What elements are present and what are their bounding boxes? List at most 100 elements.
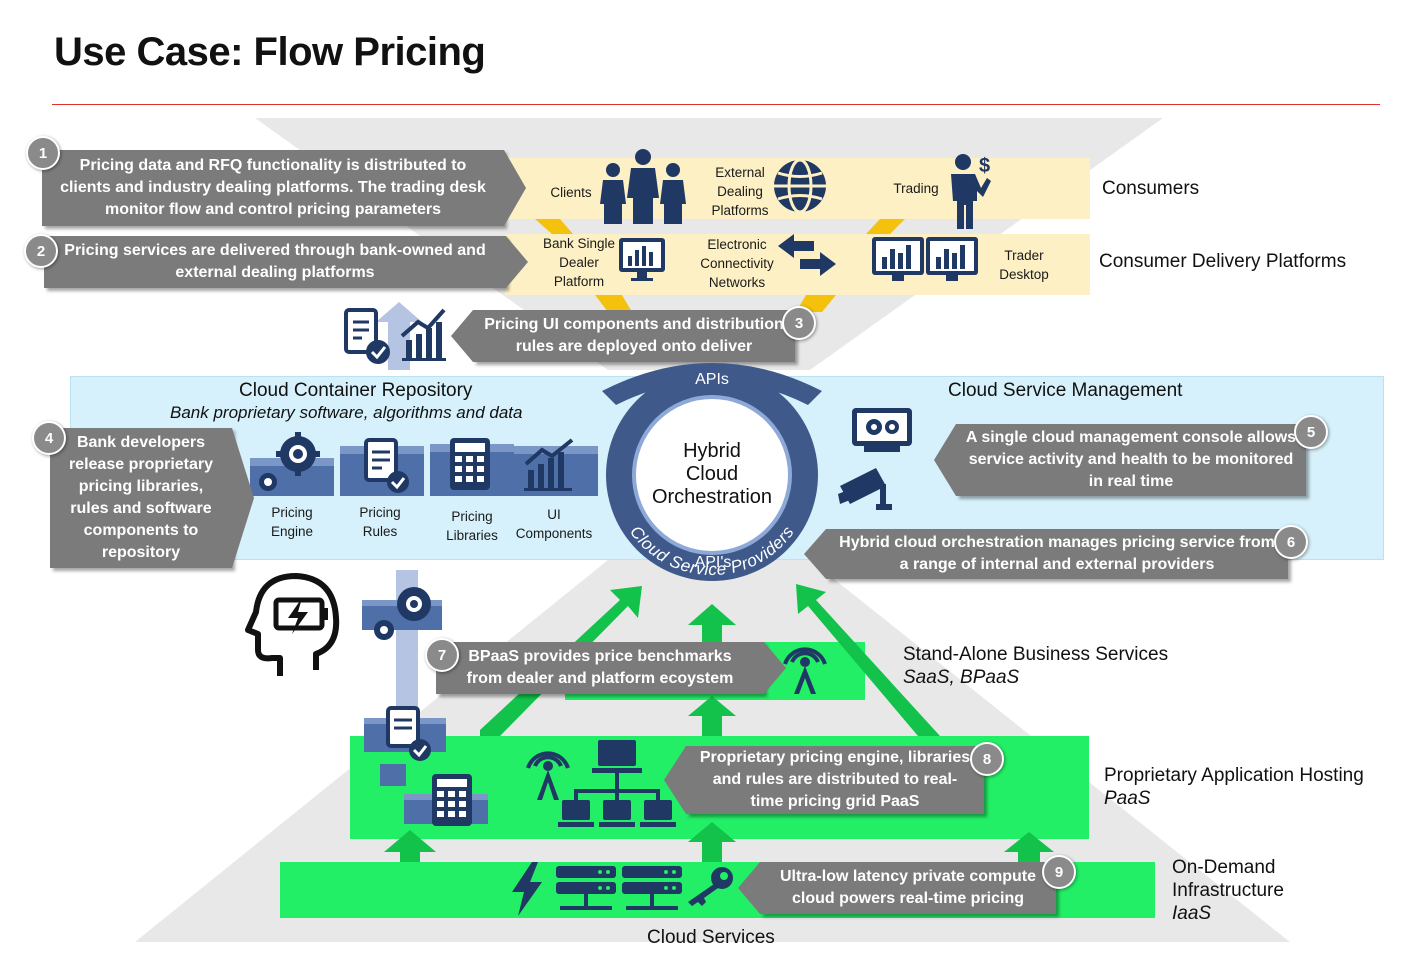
step-badge-3: 3	[782, 306, 816, 340]
ecn-line2: Connectivity	[700, 256, 774, 271]
network-computers-icon	[558, 740, 676, 827]
hosting-subtitle: PaaS	[1104, 788, 1150, 810]
callout-5: A single cloud management console allows…	[934, 424, 1306, 496]
callout-8: Proprietary pricing engine, libraries an…	[664, 746, 984, 814]
apis-top-label: APIs	[695, 371, 729, 388]
pricing-engine-line2: Engine	[270, 524, 314, 539]
step-badge-6: 6	[1274, 525, 1308, 559]
management-title: Cloud Service Management	[948, 380, 1183, 401]
pricing-rules-line1: Pricing	[359, 505, 401, 520]
trader-desktop-label: Trader Desktop	[990, 246, 1058, 284]
callout-9-line1: Ultra-low latency private compute	[779, 868, 1037, 885]
standalone-subtitle-text: SaaS, BPaaS	[903, 667, 1020, 688]
external-dealing-line2: Dealing	[717, 184, 763, 199]
callout-1-line3: monitor flow and control pricing paramet…	[104, 201, 442, 218]
bank-single-line2: Dealer	[559, 255, 599, 270]
callout-8-line3: time pricing grid PaaS	[750, 793, 920, 810]
ui-components-line1: UI	[547, 507, 561, 522]
callout-1-line1: Pricing data and RFQ functionality is di…	[79, 157, 467, 174]
callout-6: Hybrid cloud orchestration manages prici…	[804, 529, 1288, 579]
deploy-upload-icon	[344, 302, 446, 370]
title-divider	[52, 104, 1380, 105]
infra-title-line2: Infrastructure	[1172, 880, 1284, 901]
page-title: Use Case: Flow Pricing	[54, 30, 486, 74]
repository-title: Cloud Container Repository	[239, 380, 473, 401]
deployment-stack-icon	[362, 570, 488, 826]
callout-3-line2: rules are deployed onto deliver	[515, 338, 753, 355]
ui-components-label: UI Components	[510, 505, 598, 543]
lightning-icon	[512, 862, 542, 916]
repository-subtitle: Bank proprietary software, algorithms an…	[170, 403, 522, 423]
pricing-engine-label: Pricing Engine	[258, 503, 326, 541]
hub-center-line3: Orchestration	[651, 486, 773, 508]
callout-2: Pricing services are delivered through b…	[44, 236, 528, 288]
pricing-libraries-label: Pricing Libraries	[436, 507, 508, 545]
hub-center-label: Hybrid Cloud Orchestration	[632, 440, 792, 509]
layer-delivery-label: Consumer Delivery Platforms	[1099, 251, 1347, 272]
infra-title-line1: On-Demand	[1172, 857, 1276, 878]
callout-3: Pricing UI components and distribution r…	[451, 310, 795, 362]
pricing-libraries-line1: Pricing	[451, 509, 493, 524]
callout-4-line2: release proprietary	[68, 456, 214, 473]
bank-single-label: Bank Single Dealer Platform	[540, 234, 618, 291]
standalone-subtitle: SaaS, BPaaS	[903, 667, 1019, 689]
callout-3-line1: Pricing UI components and distribution	[484, 316, 784, 333]
callout-4: Bank developers release proprietary pric…	[50, 428, 254, 568]
pricing-engine-icon	[250, 432, 334, 496]
ecn-line1: Electronic	[707, 237, 767, 252]
external-dealing-label: External Dealing Platforms	[698, 163, 782, 220]
callout-2-line2: external dealing platforms	[175, 264, 375, 281]
svg-text:$: $	[979, 155, 990, 177]
hosting-subtitle-text: PaaS	[1104, 788, 1151, 809]
callout-7: BPaaS provides price benchmarks from dea…	[436, 642, 786, 694]
standalone-title: Stand-Alone Business Services	[903, 644, 1169, 665]
callout-4-line5: components to	[83, 522, 199, 539]
callout-1: Pricing data and RFQ functionality is di…	[42, 150, 526, 226]
trader-dollar-icon: $	[951, 154, 991, 229]
callout-9: Ultra-low latency private compute cloud …	[738, 862, 1056, 914]
hybrid-cloud-hub: Cloud Service Providers	[602, 363, 822, 581]
exchange-arrows-icon	[778, 234, 836, 276]
step-badge-5: 5	[1294, 415, 1328, 449]
brain-battery-icon	[245, 573, 340, 676]
callout-4-line4: rules and software	[70, 500, 212, 517]
callout-8-line2: and rules are distributed to real-	[712, 771, 958, 788]
step-badge-8: 8	[970, 742, 1004, 776]
hub-center-line2: Cloud	[685, 463, 739, 485]
bank-single-line1: Bank Single	[542, 236, 616, 251]
dual-monitor-icon	[872, 237, 978, 281]
hosting-tower-icon	[526, 751, 570, 800]
callout-1-line2: clients and industry dealing platforms. …	[60, 179, 486, 196]
callout-4-line6: repository	[101, 544, 181, 561]
step-badge-9: 9	[1042, 855, 1076, 889]
callout-4-line3: pricing libraries,	[78, 478, 204, 495]
hub-center-line1: Hybrid	[683, 440, 741, 462]
callout-7-line2: from dealer and platform ecoystem	[466, 670, 734, 687]
clients-label: Clients	[550, 185, 592, 200]
callout-6-line1: Hybrid cloud orchestration manages prici…	[839, 534, 1275, 551]
bank-single-line3: Platform	[553, 274, 605, 289]
ecn-label: Electronic Connectivity Networks	[692, 235, 782, 292]
callout-5-line3: in real time	[1088, 473, 1174, 490]
callout-5-line1: A single cloud management console allows	[965, 429, 1297, 446]
step-badge-2: 2	[24, 234, 58, 268]
layer-consumers-label: Consumers	[1102, 178, 1200, 199]
pricing-rules-label: Pricing Rules	[346, 503, 414, 541]
infra-subtitle: IaaS	[1172, 903, 1211, 925]
callout-4-line1: Bank developers	[76, 434, 206, 451]
server-rack-icon	[556, 866, 682, 910]
ecn-line3: Networks	[708, 275, 766, 290]
pricing-rules-icon	[340, 438, 424, 496]
step-badge-7: 7	[425, 638, 459, 672]
step-badge-4: 4	[32, 421, 66, 455]
pricing-rules-line2: Rules	[362, 524, 398, 539]
external-dealing-line3: Platforms	[711, 203, 769, 218]
trader-desktop-line2: Desktop	[999, 267, 1049, 282]
globe-icon	[774, 158, 826, 214]
pricing-engine-line1: Pricing	[271, 505, 313, 520]
step-badge-1: 1	[26, 136, 60, 170]
callout-6-line2: a range of internal and external provide…	[899, 556, 1215, 573]
apis-bottom-label: API's	[694, 554, 732, 571]
callout-2-line1: Pricing services are delivered through b…	[64, 242, 486, 259]
cloud-services-label: Cloud Services	[647, 927, 775, 948]
